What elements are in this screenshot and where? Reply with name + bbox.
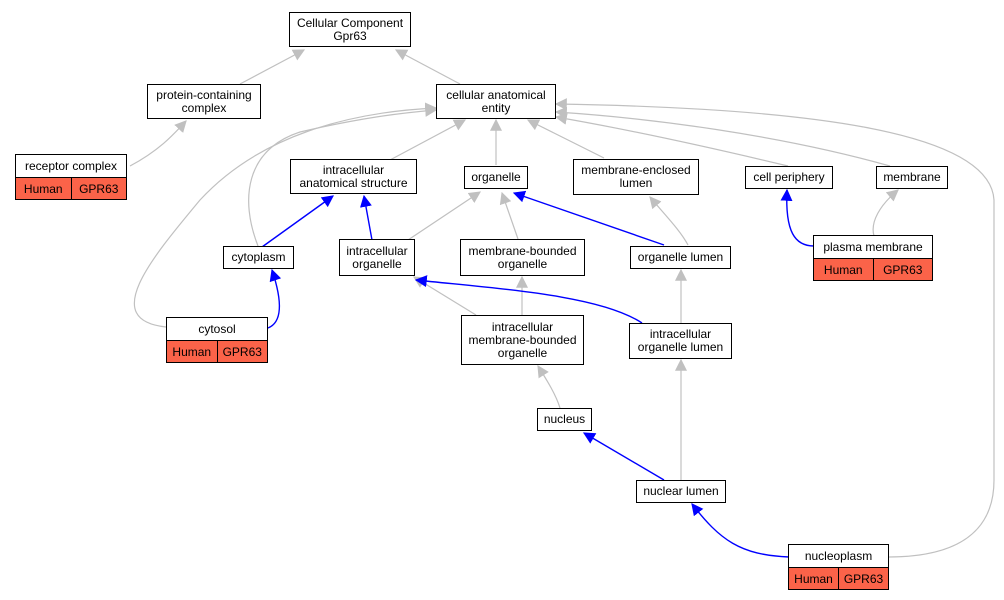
node-membrane-bounded-organelle[interactable]: membrane-bounded organelle <box>460 239 585 276</box>
edge-plasma-membrane-to-cell-periphery <box>780 188 815 247</box>
node-protein-containing-complex[interactable]: protein-containing complex <box>147 84 261 119</box>
edge-nucleus-to-imbo <box>537 364 561 409</box>
edge-nucleoplasm-to-cae <box>554 98 995 558</box>
edge-mbo-to-organelle <box>499 191 519 240</box>
edge-membrane-to-cae <box>554 106 891 167</box>
node-cytosol[interactable]: cytosol Human GPR63 <box>166 317 268 363</box>
edge-organelle-lumen-to-organelle <box>512 190 665 246</box>
node-intracellular-anatomical-structure[interactable]: intracellular anatomical structure <box>290 159 417 194</box>
edge-plasma-membrane-to-membrane <box>872 189 899 237</box>
species-cell: Human <box>789 568 838 589</box>
edge-organelle-lumen-to-mel <box>649 196 689 246</box>
edge-mel-to-cae <box>526 119 605 159</box>
gene-cell: GPR63 <box>70 178 126 199</box>
node-intracellular-organelle[interactable]: intracellular organelle <box>339 239 415 276</box>
node-intracellular-organelle-lumen[interactable]: intracellular organelle lumen <box>629 323 732 359</box>
edge-ias-to-cae <box>389 119 467 161</box>
node-cell-periphery[interactable]: cell periphery <box>745 166 833 189</box>
node-cellular-anatomical-entity[interactable]: cellular anatomical entity <box>436 84 556 119</box>
edge-cytoplasm-to-ias <box>261 195 334 248</box>
node-nuclear-lumen[interactable]: nuclear lumen <box>636 480 726 503</box>
edge-protein-complex-to-root <box>239 49 306 85</box>
gene-cell: GPR63 <box>838 568 888 589</box>
node-cytoplasm[interactable]: cytoplasm <box>223 246 294 269</box>
annotation-row: Human GPR63 <box>814 259 932 280</box>
edge-receptor-complex-to-protein-complex <box>129 120 187 167</box>
node-plasma-membrane[interactable]: plasma membrane Human GPR63 <box>813 235 933 281</box>
edge-intracellular-organelle-to-organelle <box>407 191 481 241</box>
node-name: receptor complex <box>16 155 126 178</box>
node-organelle[interactable]: organelle <box>464 166 528 189</box>
edge-cell-periphery-to-cae <box>554 112 789 167</box>
gene-cell: GPR63 <box>872 259 932 280</box>
node-nucleus[interactable]: nucleus <box>537 408 592 431</box>
annotation-row: Human GPR63 <box>16 178 126 199</box>
edge-cytosol-to-cytoplasm <box>267 268 282 329</box>
edge-iol-to-intracellular-organelle <box>414 275 643 324</box>
node-name: nucleoplasm <box>789 545 888 568</box>
node-membrane-enclosed-lumen[interactable]: membrane-enclosed lumen <box>573 159 699 195</box>
gene-cell: GPR63 <box>216 341 267 362</box>
node-root[interactable]: Cellular Component Gpr63 <box>289 12 411 47</box>
edge-cae-to-root <box>394 49 461 85</box>
node-name: cytosol <box>167 318 267 341</box>
node-organelle-lumen[interactable]: organelle lumen <box>630 246 731 269</box>
edge-nucleoplasm-to-nuclear-lumen <box>691 503 790 558</box>
node-intracellular-membrane-bounded-organelle[interactable]: intracellular membrane-bounded organelle <box>461 315 584 365</box>
node-name: plasma membrane <box>814 236 932 259</box>
node-nucleoplasm[interactable]: nucleoplasm Human GPR63 <box>788 544 889 590</box>
edge-cytosol-to-cae <box>133 102 438 328</box>
species-cell: Human <box>814 259 873 280</box>
annotation-row: Human GPR63 <box>167 341 267 362</box>
edge-cytoplasm-to-cae <box>248 104 438 247</box>
node-receptor-complex[interactable]: receptor complex Human GPR63 <box>15 154 127 200</box>
annotation-row: Human GPR63 <box>789 568 888 589</box>
node-membrane[interactable]: membrane <box>876 166 948 189</box>
species-cell: Human <box>16 178 71 199</box>
edge-nuclear-lumen-to-nucleus <box>582 432 665 481</box>
species-cell: Human <box>167 341 217 362</box>
edge-intracellular-organelle-to-ias <box>360 194 373 241</box>
